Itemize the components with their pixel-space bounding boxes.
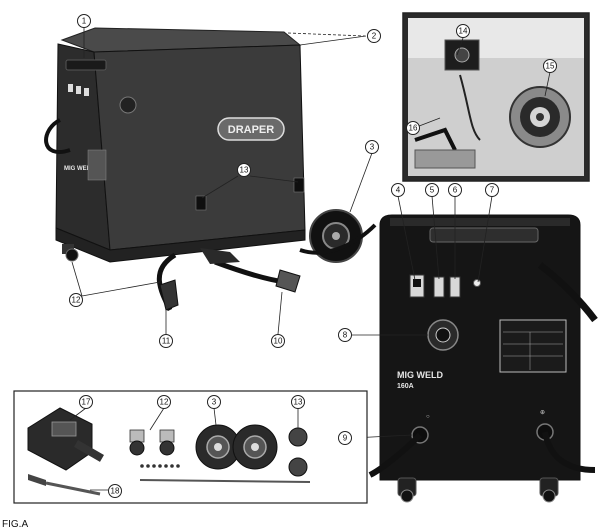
axle-rod (139, 479, 311, 483)
callout-11: 11 (159, 334, 173, 348)
svg-text:○: ○ (426, 414, 430, 420)
svg-text:13: 13 (294, 398, 303, 407)
vent-cover-2 (288, 457, 308, 477)
svg-text:12: 12 (72, 296, 81, 305)
earth-clamp (275, 269, 301, 293)
svg-text:3: 3 (370, 143, 375, 152)
figure-caption: FIG.A (2, 519, 28, 530)
callout-18: 18 (108, 484, 122, 498)
indicator-light (473, 279, 481, 287)
callout-13-accessory: 13 (291, 395, 305, 409)
range-switch-2 (449, 276, 461, 298)
callout-7: 7 (485, 183, 499, 197)
svg-text:5: 5 (430, 186, 435, 195)
svg-text:9: 9 (343, 434, 348, 443)
rear-handle (429, 227, 539, 243)
rear-model-label-line2: 160A (397, 383, 414, 390)
svg-text:11: 11 (162, 337, 171, 346)
callout-3-accessory: 3 (207, 395, 221, 409)
rating-plate (499, 319, 567, 373)
wire-feed-inset (402, 12, 590, 182)
castor-wheel-right (159, 440, 175, 456)
svg-text:16: 16 (409, 124, 418, 133)
svg-text:1: 1 (82, 17, 87, 26)
welder-side-face (93, 44, 306, 251)
draper-badge (217, 117, 285, 141)
callout-9: 9 (338, 431, 352, 445)
svg-text:17: 17 (82, 398, 91, 407)
callout-2: 2 (367, 29, 381, 43)
svg-text:10: 10 (274, 337, 283, 346)
draper-brand-text: DRAPER (228, 124, 275, 136)
callout-6: 6 (448, 183, 462, 197)
callout-17: 17 (79, 395, 93, 409)
callout-1: 1 (77, 14, 91, 28)
main-welder-view: MIG WELD DRAPER (44, 27, 377, 312)
side-vent-right (293, 177, 305, 193)
svg-text:14: 14 (459, 27, 468, 36)
rear-panel-view: MIG WELD 160A ○ ⊕ (368, 214, 598, 503)
callout-10: 10 (271, 334, 285, 348)
carry-handle (65, 59, 107, 71)
svg-text:7: 7 (490, 186, 495, 195)
callout-12-accessory: 12 (157, 395, 171, 409)
side-vent-left (195, 195, 207, 211)
accessories-box (13, 390, 368, 504)
svg-text:2: 2 (372, 32, 377, 41)
welder-top-face (60, 27, 302, 53)
svg-text:3: 3 (212, 398, 217, 407)
svg-text:4: 4 (396, 186, 401, 195)
vent-cover-1 (288, 427, 308, 447)
castor-wheel-left (129, 440, 145, 456)
mig-torch (159, 279, 179, 311)
range-switch-1 (433, 276, 445, 298)
svg-text:15: 15 (546, 62, 555, 71)
front-castor (65, 248, 79, 262)
svg-text:13: 13 (240, 166, 249, 175)
svg-text:18: 18 (111, 487, 120, 496)
rear-model-label-line1: MIG WELD (397, 370, 443, 380)
callout-15: 15 (543, 59, 557, 73)
svg-text:8: 8 (343, 331, 348, 340)
front-knob (119, 96, 137, 114)
callout-5: 5 (425, 183, 439, 197)
svg-text:6: 6 (453, 186, 458, 195)
callout-8: 8 (338, 328, 352, 342)
callout-16: 16 (406, 121, 420, 135)
callout-12: 12 (69, 293, 83, 307)
side-model-label: MIG WELD (64, 166, 95, 172)
callout-14: 14 (456, 24, 470, 38)
svg-text:12: 12 (160, 398, 169, 407)
callout-3: 3 (365, 140, 379, 154)
svg-text:⊕: ⊕ (540, 410, 545, 416)
callout-13: 13 (237, 163, 251, 177)
callout-4: 4 (391, 183, 405, 197)
